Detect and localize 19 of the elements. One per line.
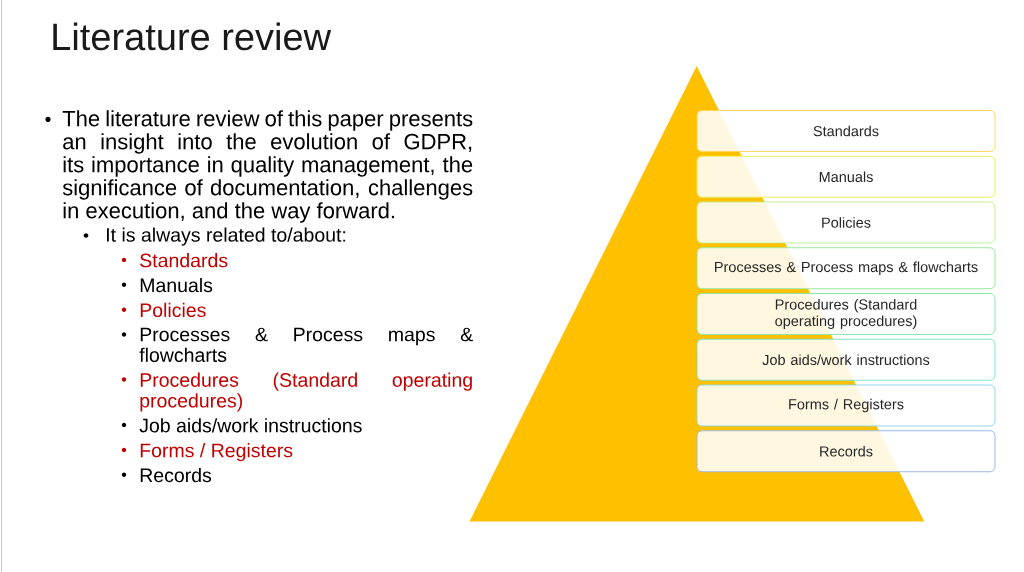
pyramid-level-box: Records [696,430,996,473]
pyramid-level-box: Processes & Process maps & flowcharts [696,247,996,290]
list-item: Forms / Registers [140,443,293,462]
list-item: Procedures (Standard operating procedures) [140,372,472,412]
sub-bullet-text: It is always related to/about: [107,227,346,246]
list-item: Records [140,467,212,483]
list-item: Policies [140,302,206,318]
list-item: Processes & Process maps & flowcharts [139,327,473,362]
pyramid-level-box: Procedures (Standard operating procedures) [696,293,996,335]
pyramid-level-box: Forms / Registers [696,384,996,427]
pyramid-level-box: Manuals [696,155,996,198]
pyramid-level-box: Job aids/work instructions [696,338,996,381]
list-item: Standards [140,253,228,268]
pyramid-level-box: Standards [696,110,996,152]
list-item: Manuals [140,277,213,293]
pyramid-level-box: Policies [696,201,996,244]
list-item: Job aids/work instructions [139,418,362,433]
bullet-paragraph: The literature review of this paper presents an insight into the evolution of GDPR, its importance in quality management, the significance of documentation, challenges in execution, and the way forward. [62,110,473,223]
slide-title: Literature review [53,22,332,51]
